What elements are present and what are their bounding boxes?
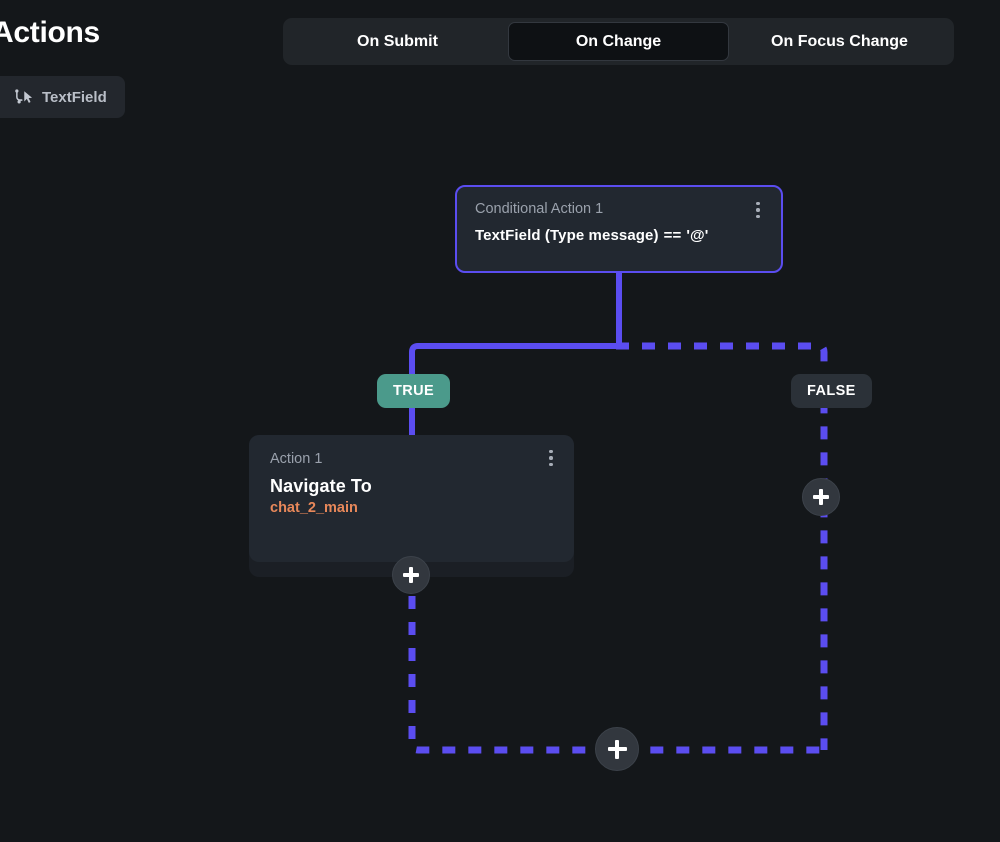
edge-merge-path [408,570,824,754]
condition-operand-right: '@' [686,227,709,245]
event-tabs: On Submit On Change On Focus Change [283,18,954,65]
edge-true-branch [409,343,622,440]
branch-badge-true: TRUE [377,374,451,408]
tab-on-submit[interactable]: On Submit [357,32,438,50]
plus-icon [409,567,413,583]
entity-chip-label: TextField [42,88,107,106]
branch-badge-false: FALSE [791,374,872,408]
entity-chip-textfield[interactable]: TextField [0,76,125,118]
tab-on-focus-change[interactable]: On Focus Change [771,32,908,50]
page-title: Actions [0,16,100,49]
kebab-menu-icon[interactable] [749,200,767,220]
add-action-button-true-branch[interactable] [392,556,430,594]
edge-false-branch [616,342,828,750]
conditional-node-expression: TextField (Type message)=='@' [475,227,763,244]
plus-icon [615,739,619,759]
action-node-title: Action 1 [270,451,323,467]
condition-operator: == [663,227,682,245]
plus-icon [819,489,823,505]
condition-operand-left: TextField (Type message) [475,227,659,245]
kebab-menu-icon[interactable] [542,448,560,468]
flow-canvas[interactable]: Conditional Action 1 TextField (Type mes… [0,130,1000,842]
conditional-action-node[interactable]: Conditional Action 1 TextField (Type mes… [455,185,783,273]
conditional-node-title: Conditional Action 1 [475,201,604,217]
add-action-button-merge[interactable] [595,727,639,771]
action-node-action-name: Navigate To [270,476,372,497]
widget-node-cursor-icon [14,88,33,107]
flow-edges [408,273,828,754]
add-action-button-false-branch[interactable] [802,478,840,516]
tab-on-change[interactable]: On Change [508,22,729,61]
action-node-parameter: chat_2_main [270,500,358,517]
action-node[interactable]: Action 1 Navigate To chat_2_main [249,435,574,562]
